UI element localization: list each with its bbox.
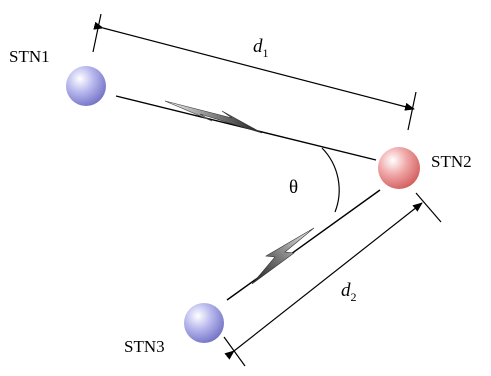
station-sphere-stn1	[66, 66, 106, 106]
station-label-stn2: STN2	[431, 152, 472, 171]
dimension-tick-d1-end	[407, 91, 417, 131]
dimension-arrow-d2	[224, 202, 423, 360]
dimension-arrow-d1	[93, 21, 415, 111]
dimension-tick-d1-start	[92, 13, 102, 53]
lightning-bolt-icon	[251, 227, 315, 285]
angle-arc	[321, 147, 340, 213]
link-line-stn3-stn2	[226, 189, 381, 301]
lightning-bolt-icon	[164, 100, 263, 134]
station-sphere-stn3	[184, 303, 224, 343]
dimension-tick-d2-end	[415, 192, 442, 223]
distance-label-d2: d2	[341, 280, 357, 304]
dimension-tick-d2-start	[223, 336, 246, 367]
station-label-stn3: STN3	[124, 337, 165, 356]
angle-label: θ	[289, 177, 298, 198]
station-label-stn1: STN1	[9, 47, 50, 66]
distance-label-d1: d1	[253, 36, 269, 60]
station-sphere-stn2	[378, 147, 420, 189]
